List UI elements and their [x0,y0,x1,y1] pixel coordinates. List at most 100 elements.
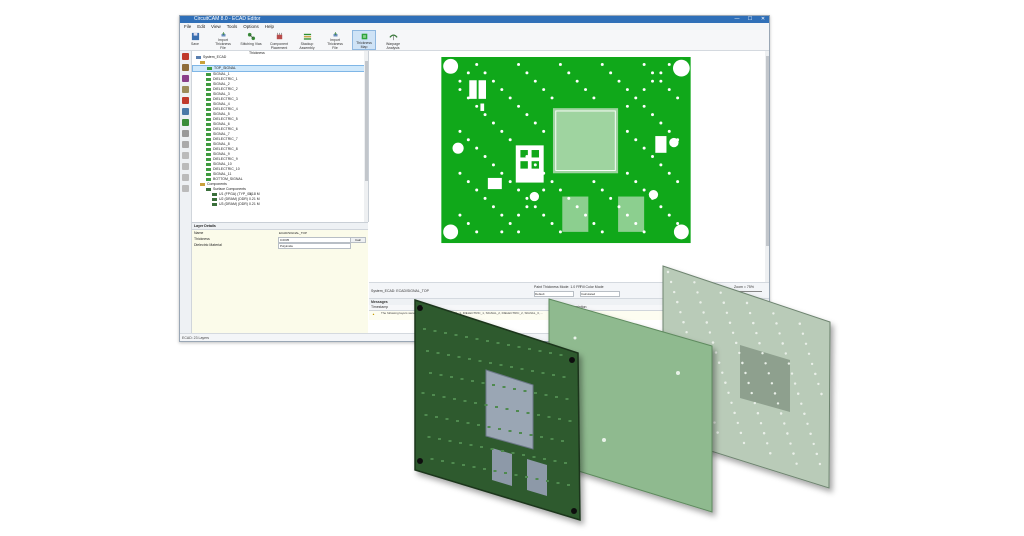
pcb-board-view[interactable] [432,57,700,257]
select-icon[interactable] [182,130,189,137]
tree-layer-item[interactable]: SIGNAL_2 [192,82,368,87]
brush-icon[interactable] [182,75,189,82]
ribbon-import-thickness-button-2[interactable]: Import Thickness File [324,30,346,50]
tree-component-item[interactable]: Surface Components [192,187,368,192]
folder-icon [200,60,205,64]
measure-icon[interactable] [182,163,189,170]
tree-layer-item[interactable]: DIELECTRIC_3 [192,97,368,102]
tree-layer-item[interactable]: DIELECTRIC_9 [192,157,368,162]
tree-layer-item[interactable]: DIELECTRIC_4 [192,107,368,112]
tree-layer-item[interactable]: DIELECTRIC_1 [192,77,368,82]
minimize-button[interactable]: — [734,16,740,22]
layer-populated-board [414,298,581,522]
tree-layer-item[interactable]: DIELECTRIC_5 [192,117,368,122]
ribbon-thickness-map-button[interactable]: Thickness Map [352,30,376,50]
tree-root[interactable]: System_ECAD [192,55,368,60]
tree-layer-item[interactable]: SIGNAL_3 [192,92,368,97]
tree-layer-item[interactable]: SIGNAL_11 [192,172,368,177]
message-text: The following layers were loaded: TOP_SI… [381,311,543,315]
paint-mode-select[interactable]: Default [534,291,574,297]
tree-layer-item[interactable]: SIGNAL_5 [192,112,368,117]
pan-icon[interactable] [182,152,189,159]
tree-layer-item[interactable]: SIGNAL_6 [192,122,368,127]
layer-icon [206,72,211,76]
calc-button[interactable]: Calc [350,237,366,243]
col-timestamp[interactable]: Timestamp [371,305,389,309]
menu-file[interactable]: File [184,24,192,29]
tree-scrollbar[interactable] [364,51,368,222]
tree-layer-label: SIGNAL_3 [213,92,230,96]
tree-layer-label: BOTTOM_SIGNAL [213,177,243,181]
folder-icon [200,182,205,186]
ribbon-save-button[interactable]: Save [184,30,206,50]
tree-components-node[interactable]: Components [192,182,368,187]
pcb-pads [443,58,690,240]
ribbon-import-thickness-button[interactable]: Import Thickness File [212,30,234,50]
active-layer-label: System_ECAD: ECAD/SIGNAL_TOP [371,289,429,293]
prop-label: Dielectric Material [194,243,222,247]
ribbon-warpage-analysis-button[interactable]: Warpage Analysis [382,30,404,50]
tree-layer-item[interactable]: SIGNAL_10 [192,162,368,167]
tree-layer-item[interactable]: SIGNAL_4 [192,102,368,107]
menu-edit[interactable]: Edit [197,24,206,29]
tree-layer-item[interactable]: SIGNAL_7 [192,132,368,137]
menu-options[interactable]: Options [243,24,259,29]
tree-layer-item[interactable]: DIELECTRIC_6 [192,127,368,132]
chart-icon[interactable] [182,97,189,104]
close-button[interactable]: ✕ [760,16,766,22]
menu-help[interactable]: Help [264,24,275,29]
board-icon[interactable] [182,119,189,126]
canvas-scrollbar[interactable] [765,51,769,282]
zoom-slider[interactable] [734,291,762,292]
tree-component-value: 0.21 M [249,202,260,206]
thickness-map-icon [361,33,367,40]
prop-row-name: Name ECAD/SIGNAL_TOP [192,230,368,236]
tree-layer-label: DIELECTRIC_2 [213,87,238,91]
tree-ecad-node[interactable] [192,60,368,65]
left-toolbar [180,51,192,340]
component-icon [212,192,217,196]
fill-mode-select[interactable]: Calculated [580,291,620,297]
tree-layer-item[interactable]: SIGNAL_1 [192,72,368,77]
tree-layer-item[interactable]: DIELECTRIC_10 [192,167,368,172]
folder-icon [196,55,201,59]
tree-layer-label: DIELECTRIC_3 [213,97,238,101]
layer-icon [206,127,211,131]
settings-icon[interactable] [182,185,189,192]
tree-component-item[interactable]: U2 (DRAM) (DDR)0.21 M [192,197,368,202]
ribbon-component-placement-button[interactable]: Component Placement [268,30,290,50]
layer-icon [206,162,211,166]
tree-layer-item[interactable]: DIELECTRIC_8 [192,147,368,152]
rotate-icon[interactable] [182,174,189,181]
ribbon-label: Component Placement [269,42,289,50]
tree-layer-item[interactable]: BOTTOM_SIGNAL [192,177,368,182]
ribbon-label: Import Thickness File [215,38,231,50]
layer-icon [206,142,211,146]
menu-tools[interactable]: Tools [226,24,238,29]
tree-layer-item[interactable]: SIGNAL_8 [192,142,368,147]
via-dots [458,62,680,234]
menu-view[interactable]: View [211,24,221,29]
prop-row-thickness: Thickness 0.0035 Calc [192,236,368,243]
tree-layer-item[interactable]: DIELECTRIC_7 [192,137,368,142]
maximize-button[interactable]: ☐ [747,16,753,22]
grid-icon[interactable] [182,108,189,115]
ruler-icon[interactable] [182,86,189,93]
tree-component-item[interactable]: U3 (DRAM) (DDR)0.21 M [192,202,368,207]
tree-layer-label: DIELECTRIC_6 [213,127,238,131]
tree-layer-item[interactable]: DIELECTRIC_2 [192,87,368,92]
layer-details-header: Layer Details [192,223,368,230]
layer-icon[interactable] [182,64,189,71]
tree-component-item[interactable]: U1 (FPGA) (TYP_01)0.18 M [192,192,368,197]
import-icon [221,32,225,37]
material-select[interactable]: Polyimide [278,243,351,249]
tree-layer-label: DIELECTRIC_8 [213,147,238,151]
ribbon-stackup-assembly-button[interactable]: Stackup Assembly [296,30,318,50]
zoom-icon[interactable] [182,141,189,148]
tree-layer-item[interactable]: SIGNAL_9 [192,152,368,157]
fill-mode-label: Fill Color Mode [580,285,604,289]
layer-icon [206,112,211,116]
pencil-icon[interactable] [182,53,189,60]
ribbon-stitching-vias-button[interactable]: Stitching Vias [240,30,262,50]
tree-root-label: System_ECAD [203,55,227,59]
